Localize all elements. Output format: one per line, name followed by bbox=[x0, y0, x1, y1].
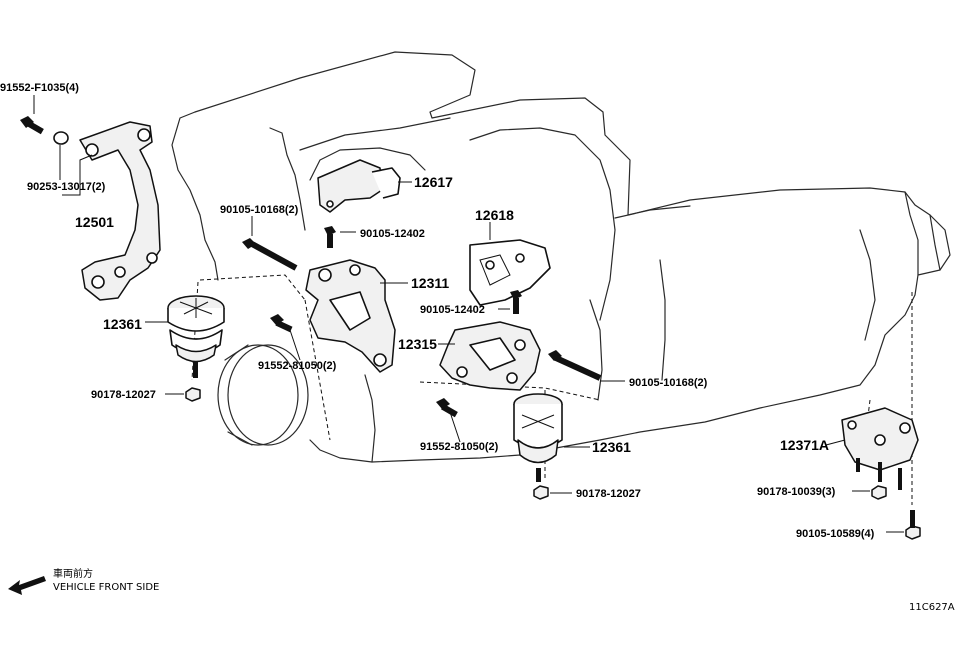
label-90105-10589: 90105-10589(4) bbox=[796, 528, 875, 540]
vehicle-front-indicator: 車両前方 VEHICLE FRONT SIDE bbox=[8, 567, 159, 595]
insulator-12361-right bbox=[513, 393, 563, 482]
label-12311: 12311 bbox=[411, 275, 449, 291]
label-90105-10168-lower: 90105-10168(2) bbox=[629, 377, 708, 389]
bracket-12315 bbox=[439, 321, 541, 391]
bracket-12501 bbox=[79, 121, 161, 301]
left-arrow-icon bbox=[8, 576, 46, 595]
label-12371A: 12371A bbox=[780, 437, 829, 453]
label-90178-12027-right: 90178-12027 bbox=[576, 488, 641, 500]
label-12315: 12315 bbox=[398, 336, 437, 352]
vehicle-front-japanese: 車両前方 bbox=[53, 567, 93, 580]
reference-lines bbox=[191, 274, 913, 505]
label-90178-10039: 90178-10039(3) bbox=[757, 486, 836, 498]
collar-90253-13017 bbox=[53, 131, 69, 145]
bolt-90105-10589 bbox=[905, 510, 921, 540]
cover-12617 bbox=[317, 159, 401, 213]
label-12618: 12618 bbox=[475, 207, 514, 223]
label-12617: 12617 bbox=[414, 174, 453, 190]
bolt-91552-F1035 bbox=[20, 116, 44, 135]
bolt-91552-81050-lower bbox=[436, 398, 458, 418]
part-labels: 91552-F1035(4) 90253-13017(2) 12501 1236… bbox=[0, 82, 875, 540]
bolt-90105-12402-lower bbox=[510, 290, 522, 314]
bolt-90105-10168-upper bbox=[242, 238, 298, 271]
label-91552-81050-lower: 91552-81050(2) bbox=[420, 441, 499, 453]
mount-12371A bbox=[841, 407, 919, 490]
label-90178-12027-left: 90178-12027 bbox=[91, 389, 156, 401]
label-91552-F1035: 91552-F1035(4) bbox=[0, 82, 79, 94]
label-90105-10168-upper: 90105-10168(2) bbox=[220, 204, 299, 216]
label-90105-12402-upper: 90105-12402 bbox=[360, 228, 425, 240]
label-90105-12402-lower: 90105-12402 bbox=[420, 304, 485, 316]
label-91552-81050-upper: 91552-81050(2) bbox=[258, 360, 337, 372]
label-12361-left: 12361 bbox=[103, 316, 142, 332]
plate-12618 bbox=[469, 239, 551, 306]
figure-code: 11C627A bbox=[909, 602, 955, 613]
nut-90178-12027-left bbox=[185, 387, 201, 402]
label-12361-right: 12361 bbox=[592, 439, 631, 455]
label-12501: 12501 bbox=[75, 214, 114, 230]
bracket-12311 bbox=[305, 259, 396, 373]
label-90253-13017: 90253-13017(2) bbox=[27, 181, 106, 193]
leader-lines bbox=[33, 95, 904, 533]
nut-90178-10039 bbox=[871, 485, 887, 500]
bolt-90105-10168-lower bbox=[548, 350, 602, 381]
insulator-12361-left bbox=[167, 295, 225, 378]
vehicle-front-english: VEHICLE FRONT SIDE bbox=[53, 582, 159, 593]
bolt-90105-12402-upper bbox=[324, 226, 336, 248]
nut-90178-12027-right bbox=[533, 485, 549, 500]
bolt-91552-81050-upper bbox=[270, 314, 293, 333]
